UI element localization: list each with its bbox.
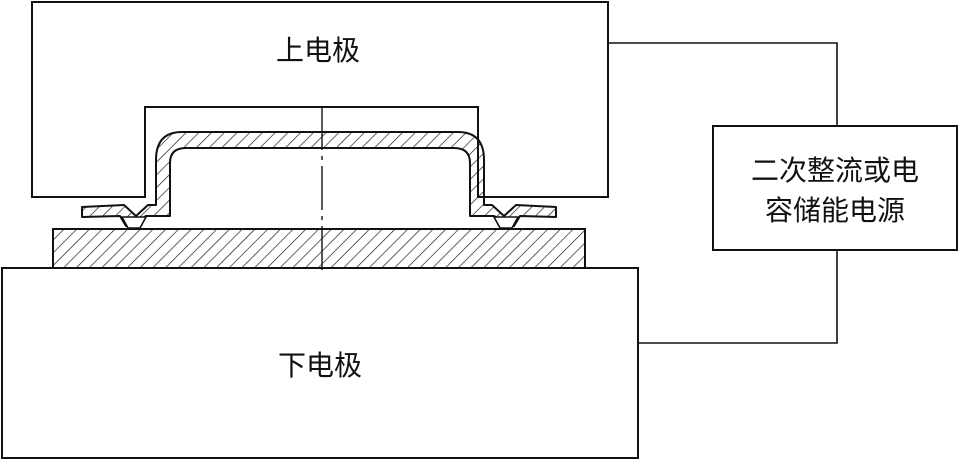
upper-electrode (31, 1, 609, 198)
wire-bottom (638, 250, 838, 344)
power-supply-label-line1: 二次整流或电 (751, 154, 919, 187)
power-supply-label-line2: 容储能电源 (765, 194, 905, 227)
lower-plate (52, 228, 586, 270)
projection-right (492, 216, 520, 229)
upper-electrode-label: 上电极 (276, 34, 360, 67)
projection-left (120, 216, 148, 229)
wire-top (608, 42, 838, 126)
lower-electrode-label: 下电极 (278, 349, 362, 382)
lower-electrode (1, 267, 639, 459)
power-supply-box (712, 125, 958, 251)
